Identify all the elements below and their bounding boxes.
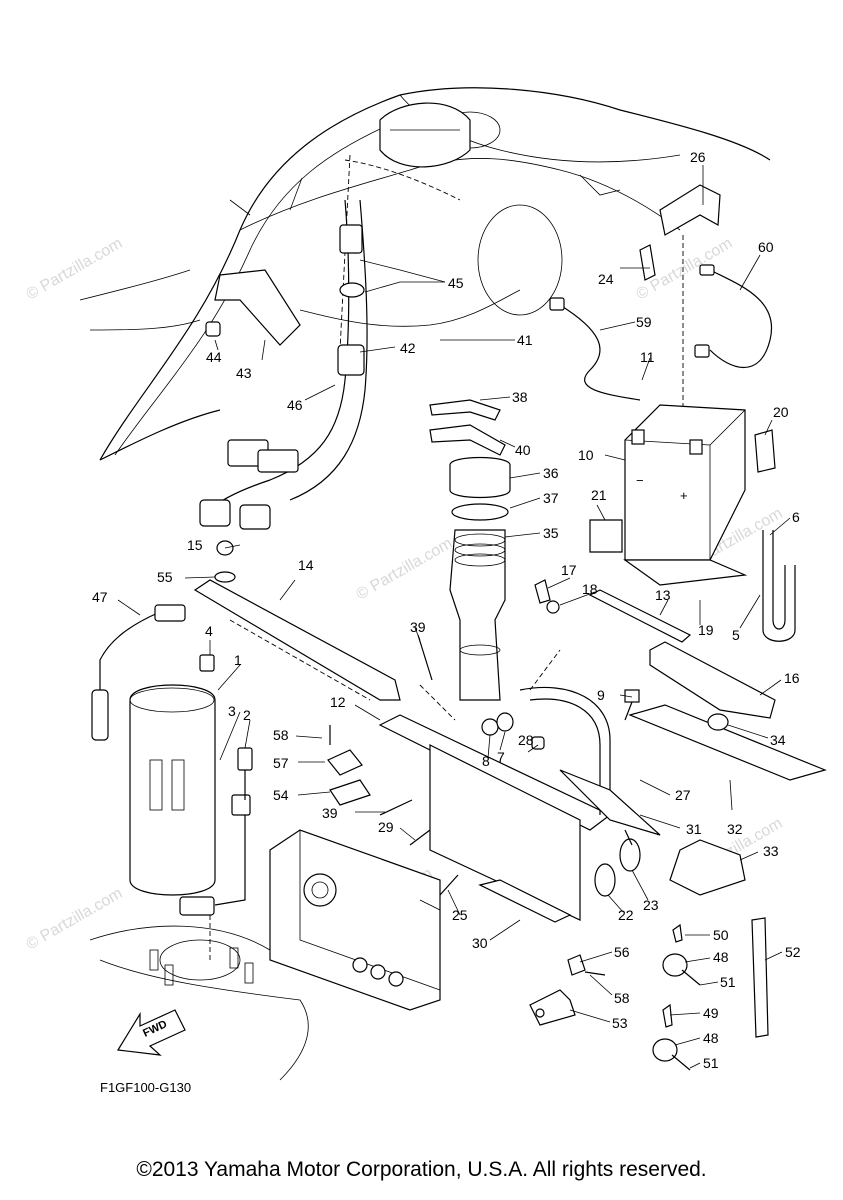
part-label-24[interactable]: 24 <box>598 271 614 287</box>
part-label-51b[interactable]: 51 <box>703 1055 719 1071</box>
part-label-60[interactable]: 60 <box>758 239 774 255</box>
part-label-21[interactable]: 21 <box>591 487 607 503</box>
part-label-25[interactable]: 25 <box>452 907 468 923</box>
part-label-5[interactable]: 5 <box>732 627 740 643</box>
copyright-notice: ©2013 Yamaha Motor Corporation, U.S.A. A… <box>136 1158 707 1181</box>
part-label-38[interactable]: 38 <box>512 389 528 405</box>
part-label-13[interactable]: 13 <box>655 587 671 603</box>
part-label-52[interactable]: 52 <box>785 944 801 960</box>
part-label-20[interactable]: 20 <box>773 404 789 420</box>
part-label-3[interactable]: 3 <box>228 703 236 719</box>
part-label-15b[interactable]: 15 <box>187 537 203 553</box>
part-label-26[interactable]: 26 <box>690 149 706 165</box>
frame-drawing <box>193 579 827 923</box>
part-label-6[interactable]: 6 <box>792 509 800 525</box>
part-label-57[interactable]: 57 <box>273 755 289 771</box>
bracket-26-drawing <box>639 184 721 440</box>
part-label-12[interactable]: 12 <box>330 694 346 710</box>
part-label-27[interactable]: 27 <box>675 787 691 803</box>
watermark-text: © Partzilla.com <box>24 235 126 304</box>
part-label-46[interactable]: 46 <box>287 397 303 413</box>
part-label-49[interactable]: 49 <box>703 1005 719 1021</box>
part-label-2[interactable]: 2 <box>243 707 251 723</box>
svg-text:+: + <box>680 488 688 503</box>
part-label-51a[interactable]: 51 <box>720 974 736 990</box>
wiring-harness-drawing <box>199 199 368 530</box>
part-label-43[interactable]: 43 <box>236 365 252 381</box>
part-label-39b[interactable]: 39 <box>322 805 338 821</box>
part-label-34[interactable]: 34 <box>770 732 786 748</box>
part-label-31[interactable]: 31 <box>686 821 702 837</box>
part-label-4[interactable]: 4 <box>205 623 213 639</box>
part-label-56[interactable]: 56 <box>614 944 630 960</box>
ecu-box-drawing <box>269 829 441 1011</box>
part-label-1[interactable]: 1 <box>234 652 242 668</box>
fuel-pump-drawing <box>91 540 253 916</box>
part-label-23[interactable]: 23 <box>643 897 659 913</box>
part-label-47[interactable]: 47 <box>92 589 108 605</box>
part-labels: 26 24 60 59 11 45 41 42 46 43 44 38 40 3… <box>92 149 801 1071</box>
part-label-36[interactable]: 36 <box>543 465 559 481</box>
diagram-code: F1GF100-G130 <box>100 1080 191 1095</box>
part-label-22[interactable]: 22 <box>618 907 634 923</box>
part-label-32[interactable]: 32 <box>727 821 743 837</box>
clamps-drawing <box>327 634 769 1071</box>
part-label-58b[interactable]: 58 <box>614 990 630 1006</box>
watermark-text: © Partzilla.com <box>24 885 126 954</box>
part-label-8[interactable]: 8 <box>482 753 490 769</box>
part-label-58a[interactable]: 58 <box>273 727 289 743</box>
part-label-33[interactable]: 33 <box>763 843 779 859</box>
part-label-7[interactable]: 7 <box>497 749 505 765</box>
part-label-35[interactable]: 35 <box>543 525 559 541</box>
watermark-text: © Partzilla.com <box>354 535 456 604</box>
part-label-59[interactable]: 59 <box>636 314 652 330</box>
part-label-50[interactable]: 50 <box>713 927 729 943</box>
fwd-arrow: FWD <box>117 1009 186 1056</box>
filler-neck-drawing <box>429 399 511 701</box>
part-label-10[interactable]: 10 <box>578 447 594 463</box>
part-label-17[interactable]: 17 <box>561 562 577 578</box>
battery-drawing: − + <box>589 404 796 642</box>
part-label-11[interactable]: 11 <box>640 349 655 365</box>
part-label-48a[interactable]: 48 <box>713 949 729 965</box>
battery-cables-drawing <box>549 264 773 401</box>
svg-text:−: − <box>636 473 644 488</box>
part-label-29[interactable]: 29 <box>378 819 394 835</box>
leader-lines <box>117 165 791 1069</box>
part-label-55[interactable]: 55 <box>157 569 173 585</box>
part-label-9[interactable]: 9 <box>597 687 605 703</box>
part-label-39a[interactable]: 39 <box>410 619 426 635</box>
part-label-40[interactable]: 40 <box>515 442 531 458</box>
part-label-19[interactable]: 19 <box>698 622 714 638</box>
part-label-30[interactable]: 30 <box>472 935 488 951</box>
part-label-54[interactable]: 54 <box>273 787 289 803</box>
part-label-28[interactable]: 28 <box>518 732 534 748</box>
part-label-44[interactable]: 44 <box>206 349 222 365</box>
part-label-45[interactable]: 45 <box>448 275 464 291</box>
hull-bottom-drawing <box>89 915 309 1081</box>
part-label-42[interactable]: 42 <box>400 340 416 356</box>
part-label-41[interactable]: 41 <box>517 332 533 348</box>
part-label-48b[interactable]: 48 <box>703 1030 719 1046</box>
part-label-53[interactable]: 53 <box>612 1015 628 1031</box>
part-label-18[interactable]: 18 <box>582 581 598 597</box>
part-label-16[interactable]: 16 <box>784 670 800 686</box>
part-label-37[interactable]: 37 <box>543 490 559 506</box>
part-label-14[interactable]: 14 <box>298 557 314 573</box>
